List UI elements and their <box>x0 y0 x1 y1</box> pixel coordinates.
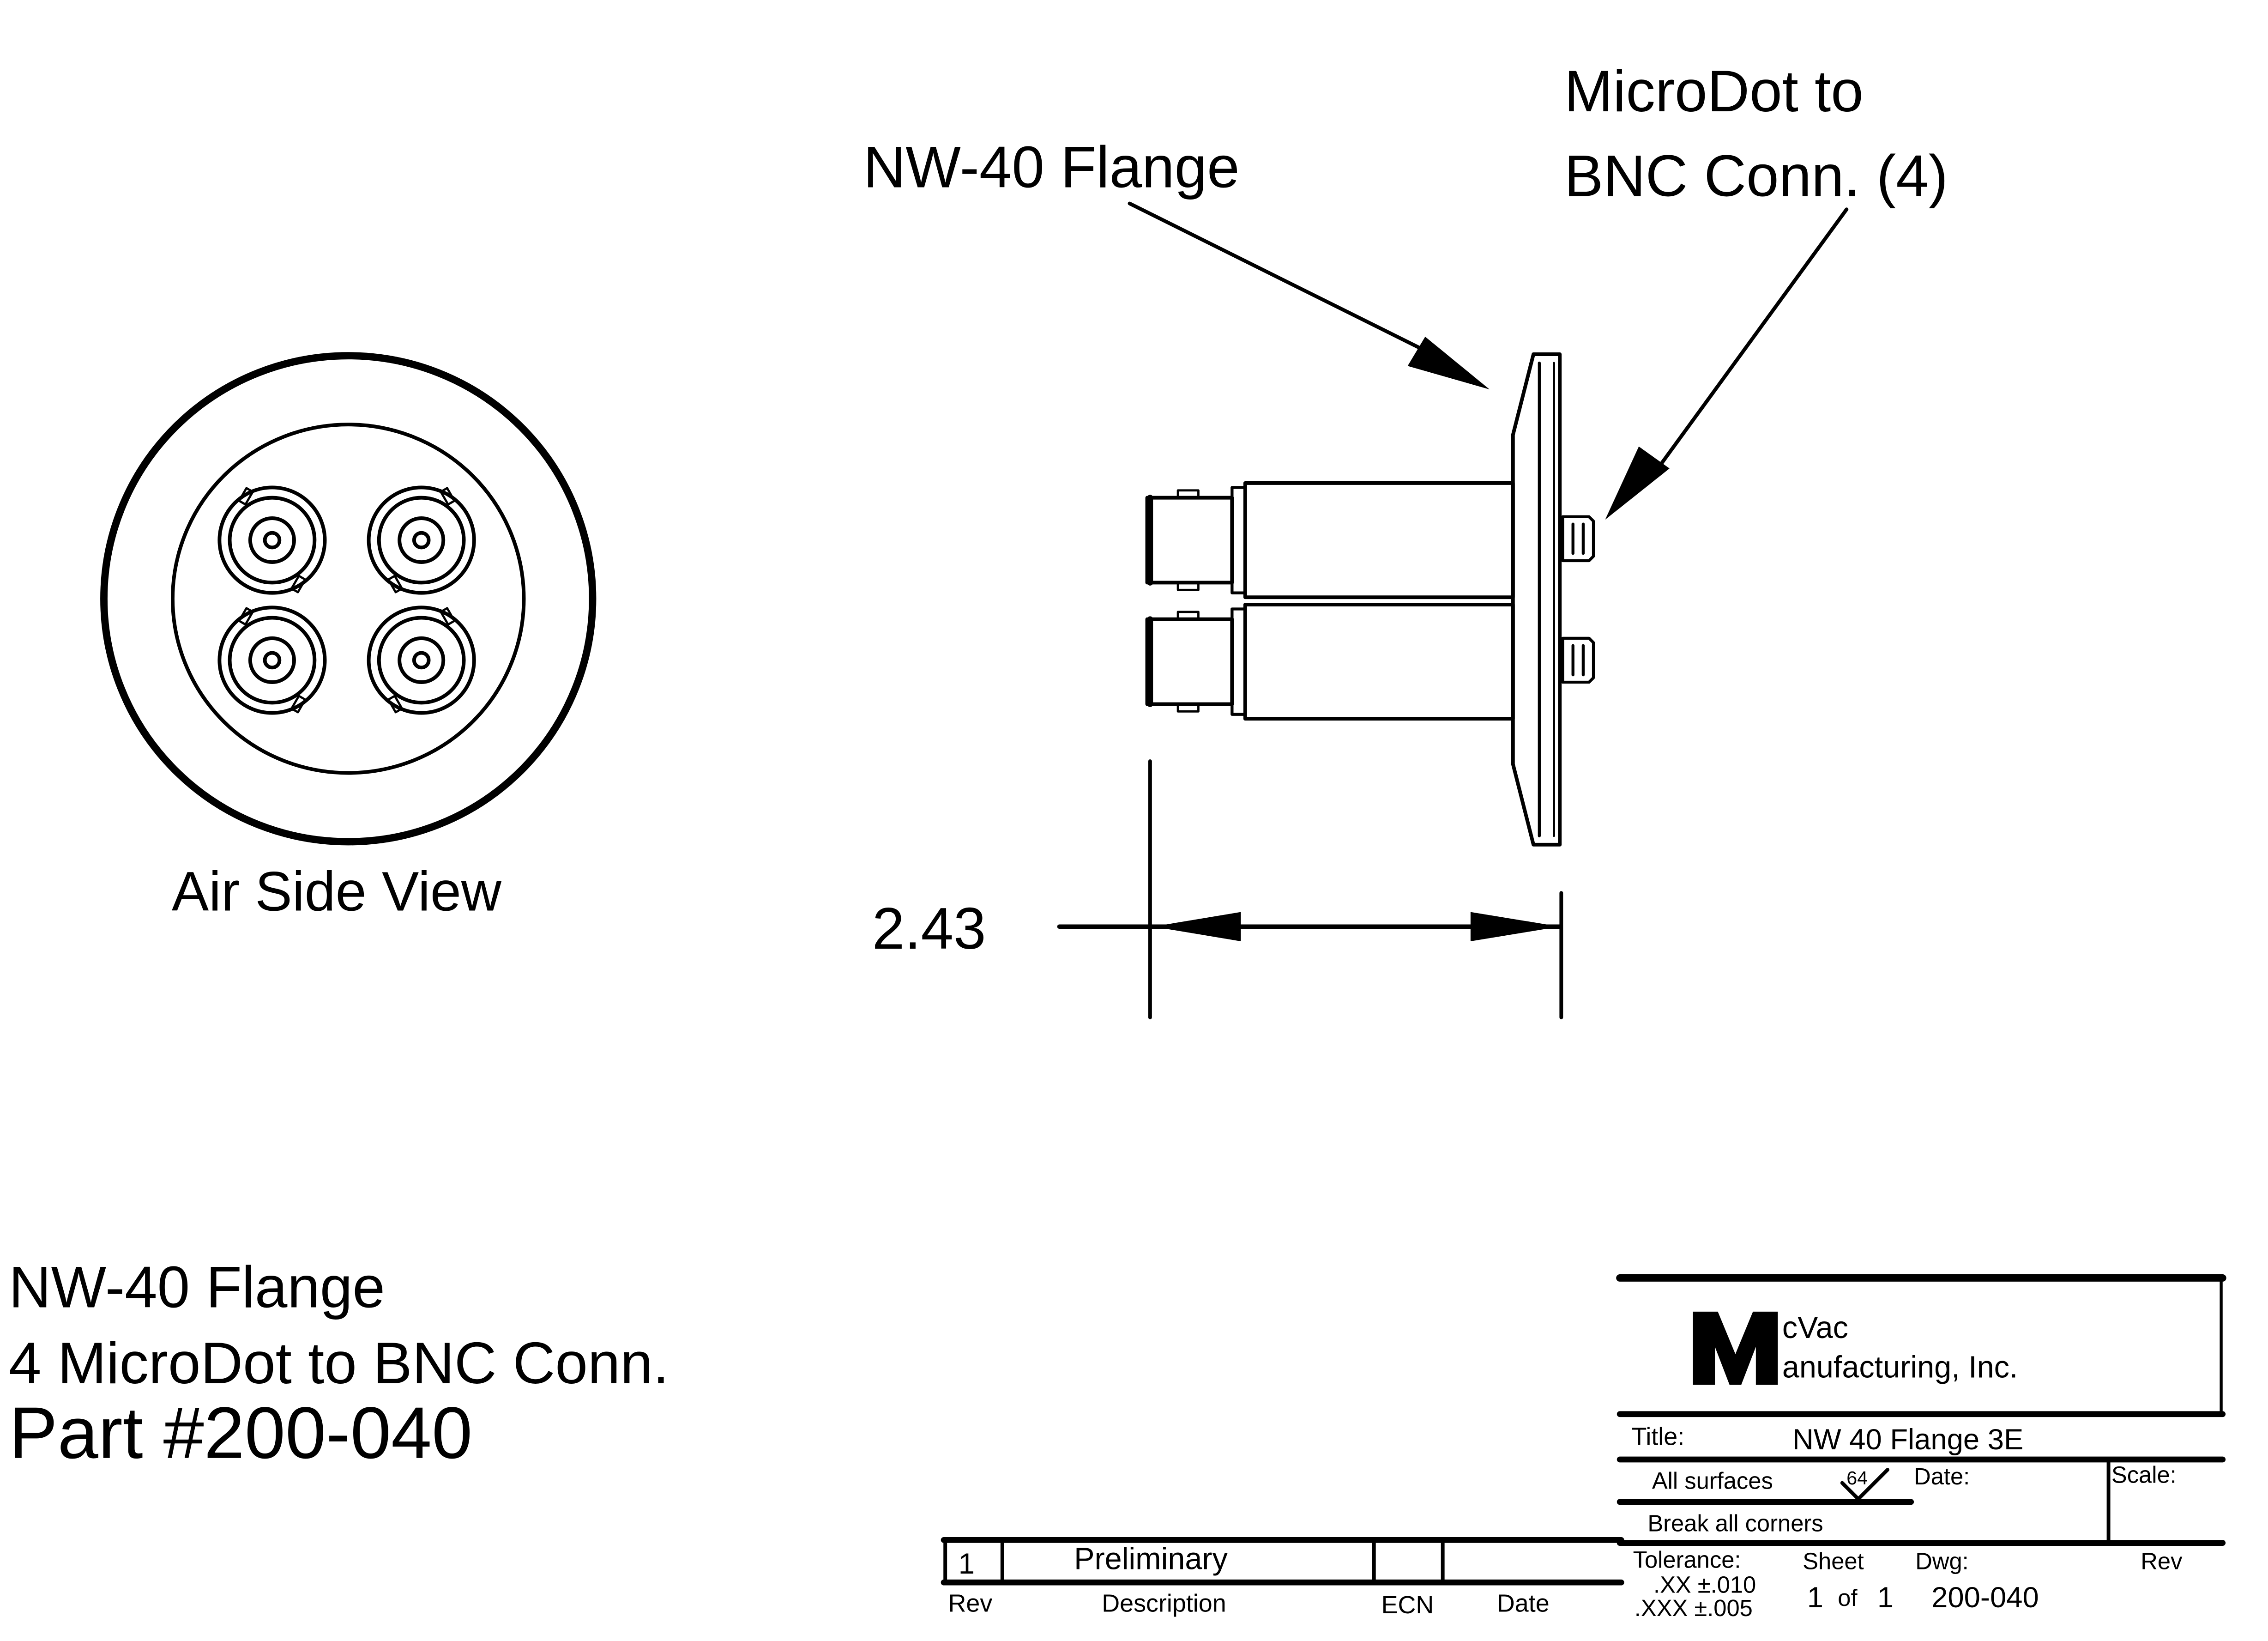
surface-finish-symbol: 64 <box>1840 1467 1890 1501</box>
revision-block: 1 Preliminary Rev Description ECN Date <box>941 1537 1624 1619</box>
surfaces-note: All surfaces <box>1652 1467 1773 1494</box>
surface-finish-value: 64 <box>1846 1467 1868 1489</box>
company-logo: cVac anufacturing, Inc. <box>1693 1311 2018 1385</box>
part-number: Part #200-040 <box>9 1392 472 1474</box>
dwg-label: Dwg: <box>1915 1548 1968 1574</box>
title-label: Title: <box>1631 1423 1684 1450</box>
company-name-line1: cVac <box>1782 1311 1848 1345</box>
bnc-connector-body <box>1145 603 1515 721</box>
corners-note: Break all corners <box>1647 1510 1823 1536</box>
dimension-arrowhead-right-icon <box>1470 912 1560 941</box>
revision-header-rev: Rev <box>948 1590 993 1617</box>
nw40-flange <box>1511 352 1562 847</box>
tolerance-xxx: .XXX ±.005 <box>1635 1595 1753 1621</box>
scale-label: Scale: <box>2111 1462 2177 1488</box>
air-side-view: Air Side View <box>100 352 597 922</box>
sheet-label: Sheet <box>1803 1548 1864 1574</box>
bnc-connector-face <box>367 606 476 715</box>
air-side-view-label: Air Side View <box>172 860 502 922</box>
part-description: NW-40 Flange 4 MicroDot to BNC Conn. Par… <box>9 1254 669 1473</box>
surface-finish-check-icon <box>1840 1468 1890 1501</box>
revision-description: Preliminary <box>1074 1542 1228 1576</box>
flange-leader-line <box>1128 201 1443 361</box>
rev-label: Rev <box>2141 1548 2183 1574</box>
part-description-line2: 4 MicroDot to BNC Conn. <box>9 1330 669 1396</box>
flange-outer-circle <box>100 352 597 846</box>
flange-callout-label: NW-40 Flange <box>863 134 1240 200</box>
overall-length-dimension: 2.43 <box>872 759 1563 1019</box>
sheet-of: of <box>1838 1585 1858 1611</box>
dwg-value: 200-040 <box>1931 1581 2039 1614</box>
bnc-connector-body <box>1145 481 1515 599</box>
revision-header-ecn: ECN <box>1381 1591 1434 1619</box>
dimension-value: 2.43 <box>872 896 986 961</box>
bnc-connector-face <box>367 485 476 595</box>
revision-header-date: Date <box>1497 1590 1550 1617</box>
flange-inner-circle <box>170 423 526 775</box>
sheet-total: 1 <box>1877 1581 1894 1614</box>
date-label: Date: <box>1914 1463 1970 1490</box>
microdot-connector <box>1561 515 1595 563</box>
revision-header-description: Description <box>1102 1590 1226 1617</box>
tolerance-xx: .XX ±.010 <box>1653 1571 1756 1598</box>
side-view: NW-40 Flange MicroDot to BNC Conn. (4) 2… <box>863 58 1948 1019</box>
connector-callout-label-line1: MicroDot to <box>1564 58 1864 124</box>
logo-m-icon <box>1693 1311 1778 1385</box>
company-name-line2: anufacturing, Inc. <box>1782 1350 2018 1384</box>
microdot-connector <box>1561 636 1595 684</box>
bnc-connector-face <box>217 606 327 715</box>
flange-arrowhead-icon <box>1407 336 1490 390</box>
title-block: cVac anufacturing, Inc. Title: NW 40 Fla… <box>1616 1274 2226 1621</box>
sheet-current: 1 <box>1807 1581 1823 1614</box>
connector-callout-label-line2: BNC Conn. (4) <box>1564 143 1948 209</box>
connector-leader-line <box>1656 207 1849 471</box>
tolerance-label: Tolerance: <box>1633 1547 1741 1573</box>
dimension-arrowhead-left-icon <box>1153 912 1241 941</box>
part-description-line1: NW-40 Flange <box>9 1254 385 1320</box>
revision-row: 1 Preliminary <box>959 1542 1228 1580</box>
revision-number: 1 <box>959 1548 975 1580</box>
bnc-connector-face <box>217 485 327 595</box>
connector-arrowhead-icon <box>1605 446 1670 520</box>
title-value: NW 40 Flange 3E <box>1792 1423 2023 1456</box>
